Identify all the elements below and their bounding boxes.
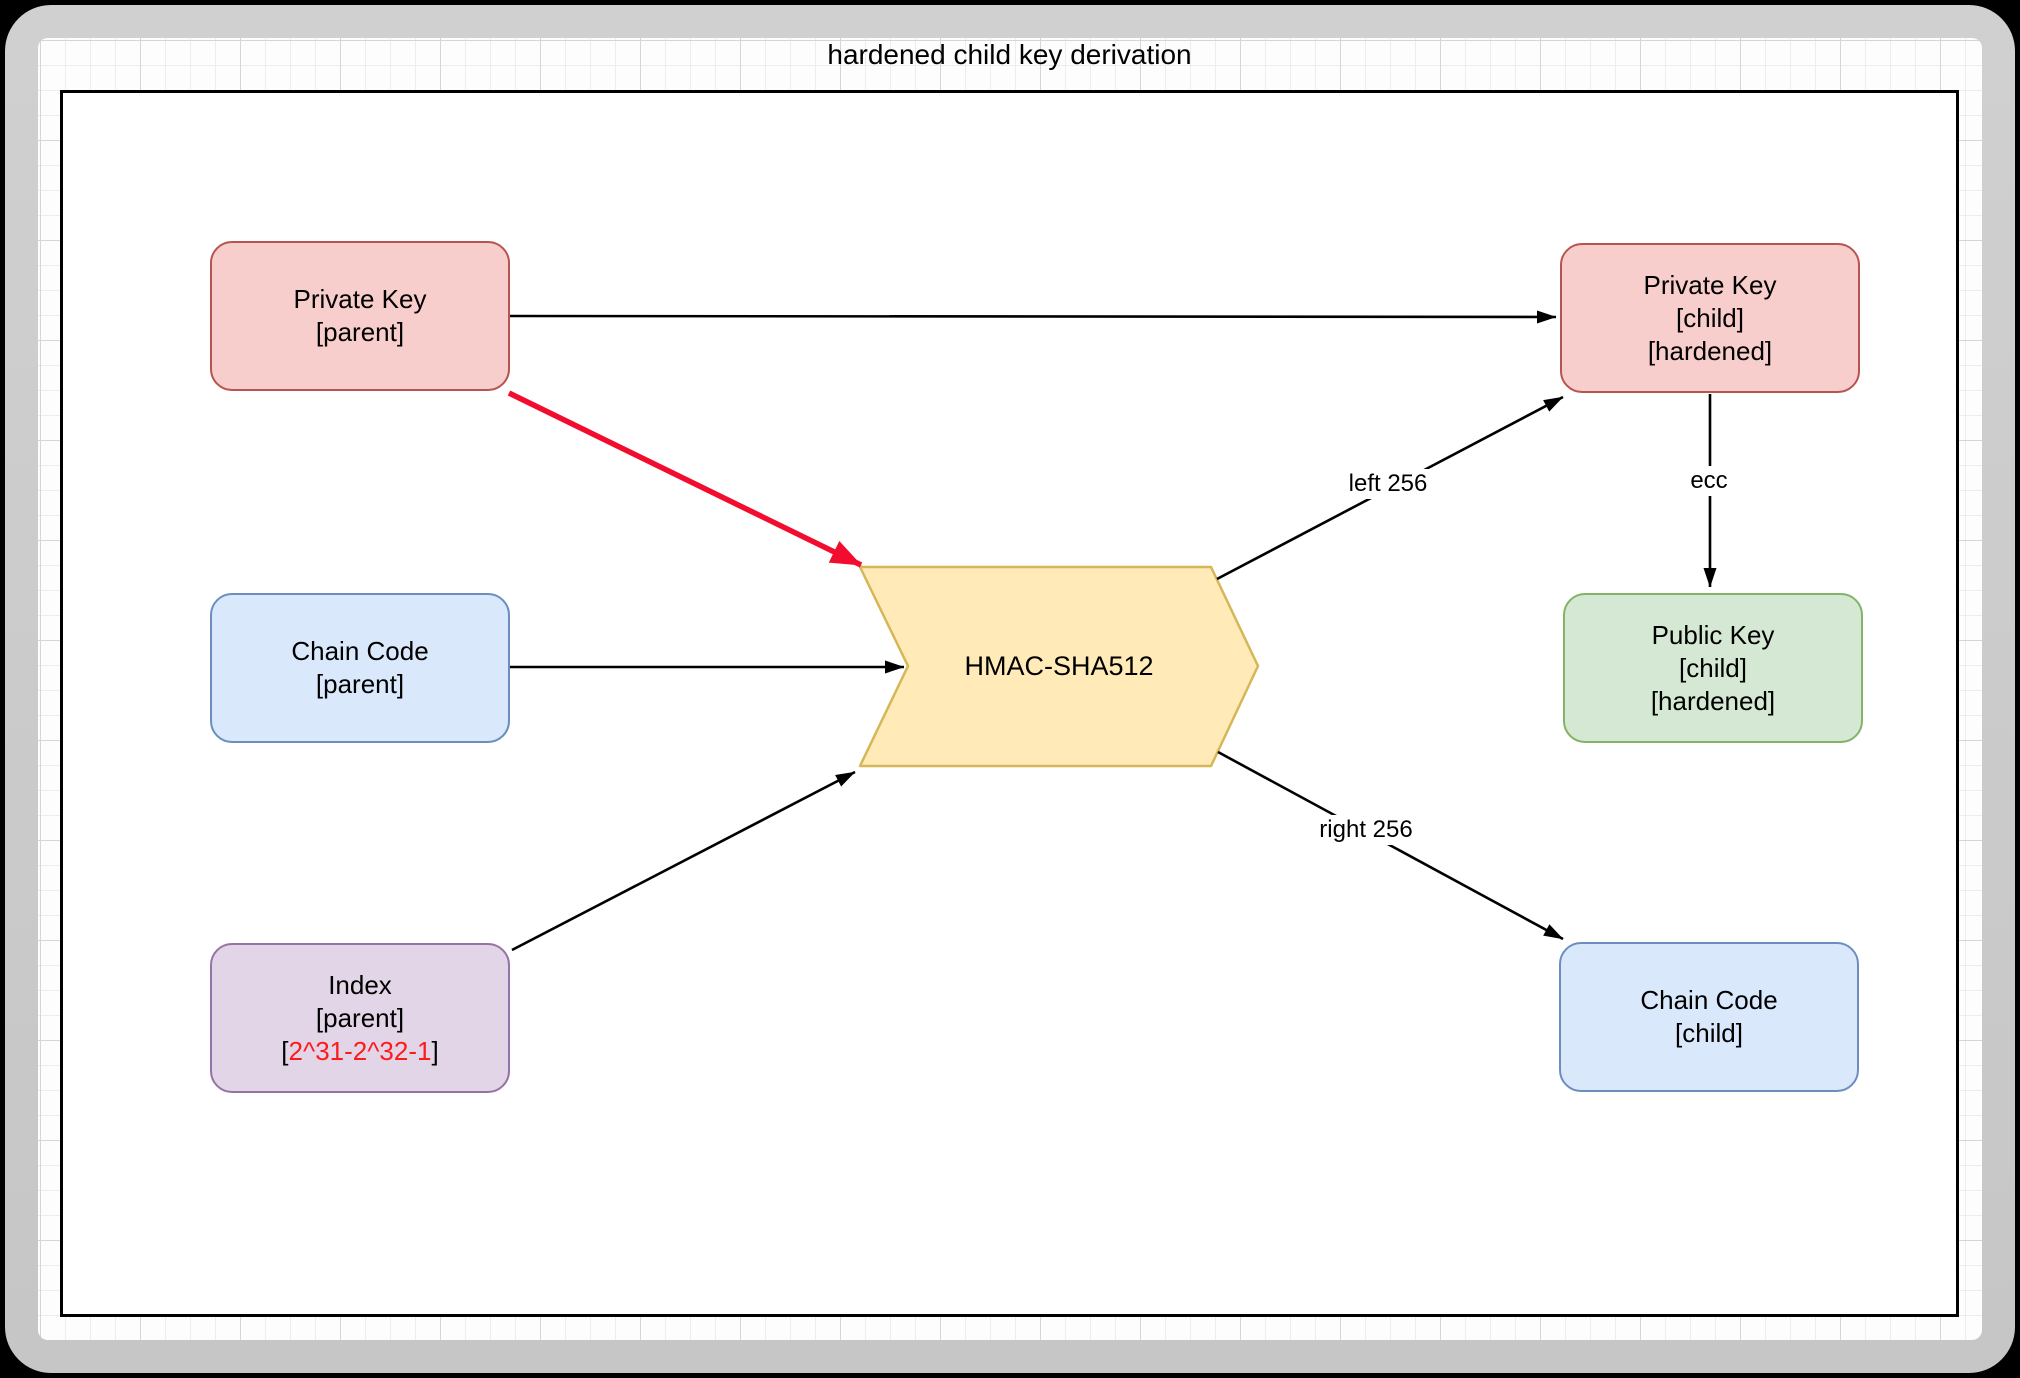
node-range: [2^31-2^32-1]: [281, 1035, 438, 1068]
node-label: Index: [328, 969, 392, 1000]
range-bracket-close: ]: [431, 1035, 439, 1066]
node-chain-code-parent[interactable]: Chain Code [parent]: [210, 593, 510, 743]
node-label: Public Key: [1651, 619, 1775, 650]
node-label: Chain Code: [291, 636, 429, 666]
node-index-parent[interactable]: Index [parent] [2^31-2^32-1]: [210, 943, 510, 1093]
edge-label-left-256: left 256: [1343, 469, 1433, 499]
node-sublabel: [child]: [1676, 302, 1744, 333]
node-sublabel2: [hardened]: [1650, 685, 1776, 716]
node-sublabel: [parent]: [315, 317, 405, 347]
edge-label-ecc: ecc: [1685, 466, 1733, 496]
node-public-key-child[interactable]: Public Key [child] [hardened]: [1563, 593, 1863, 743]
node-sublabel: [parent]: [315, 1002, 405, 1033]
arrow-private-key-to-hmac[interactable]: [507, 390, 863, 568]
node-sublabel2: [hardened]: [1647, 335, 1773, 366]
node-private-key-parent[interactable]: Private Key [parent]: [210, 241, 510, 391]
arrow-private-key-parent-to-child[interactable]: [509, 310, 1557, 324]
node-sublabel: [child]: [1679, 652, 1747, 683]
node-chain-code-child[interactable]: Chain Code [child]: [1559, 942, 1859, 1092]
node-sublabel: [child]: [1675, 1018, 1743, 1048]
range-value: 2^31-2^32-1: [288, 1035, 432, 1066]
node-sublabel: [parent]: [315, 669, 405, 699]
node-hmac-sha512[interactable]: HMAC-SHA512: [860, 567, 1258, 766]
shape-hmac-step[interactable]: [858, 565, 1260, 768]
node-label: Private Key: [293, 284, 427, 314]
diagram-title: hardened child key derivation: [827, 39, 1192, 70]
node-label: Private Key: [1643, 269, 1777, 300]
arrow-hmac-right-256[interactable]: [1217, 750, 1564, 941]
node-private-key-child[interactable]: Private Key [child] [hardened]: [1560, 243, 1860, 393]
edge-label-right-256: right 256: [1314, 815, 1418, 845]
range-bracket-open: [: [281, 1035, 289, 1066]
node-label: HMAC-SHA512: [964, 651, 1154, 681]
node-label: Chain Code: [1640, 985, 1778, 1015]
arrow-index-to-hmac[interactable]: [511, 770, 856, 952]
